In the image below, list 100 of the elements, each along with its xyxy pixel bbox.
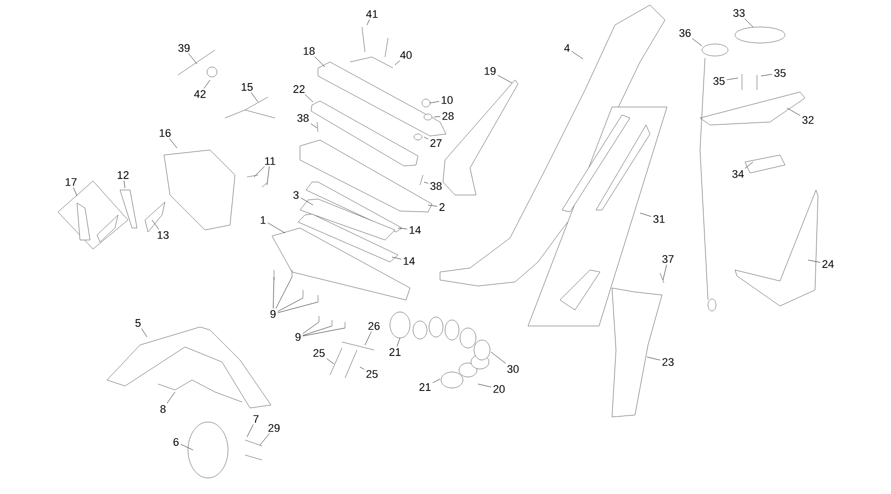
callout-number: 19 xyxy=(484,67,496,75)
callout-number: 30 xyxy=(507,365,519,373)
callout-number: 36 xyxy=(679,29,691,37)
callout-number: 13 xyxy=(158,231,169,239)
leader-line xyxy=(314,56,326,68)
leader-line xyxy=(692,38,702,46)
callout-number: 2 xyxy=(440,203,445,211)
leader-line xyxy=(326,358,334,364)
callout-number: 26 xyxy=(368,322,380,330)
leader-line xyxy=(396,338,400,347)
leader-line xyxy=(662,264,667,280)
leader-line xyxy=(424,136,428,140)
callout-number: 7 xyxy=(254,415,259,423)
leader-line xyxy=(250,92,258,102)
leader-line xyxy=(304,94,314,102)
callout-number: 22 xyxy=(293,85,305,93)
leader-line xyxy=(169,138,178,148)
callout-number: 25 xyxy=(366,370,378,378)
leader-line xyxy=(428,204,438,207)
leader-line xyxy=(266,166,270,186)
callout-number: 38 xyxy=(297,114,309,122)
leader-line xyxy=(744,162,754,169)
leader-line xyxy=(166,392,176,404)
callout-number: 25 xyxy=(313,349,325,357)
leader-line xyxy=(572,51,584,60)
leader-line xyxy=(204,80,210,89)
leader-line xyxy=(302,326,332,336)
callout-number: 9 xyxy=(295,333,301,341)
leader-line xyxy=(254,166,265,178)
leader-line xyxy=(760,74,772,76)
leader-line xyxy=(498,75,512,84)
callout-number: 15 xyxy=(242,83,253,91)
leader-line xyxy=(302,322,320,334)
leader-line xyxy=(73,187,78,196)
callout-number: 40 xyxy=(400,51,412,59)
leader-line xyxy=(366,19,370,26)
leader-line xyxy=(478,384,492,388)
leader-line xyxy=(364,331,372,346)
leader-line xyxy=(808,260,820,263)
leader-line xyxy=(268,222,286,234)
leader-line xyxy=(310,123,318,128)
callout-number: 39 xyxy=(178,44,190,52)
callout-number: 31 xyxy=(653,215,665,223)
leader-line xyxy=(786,108,800,116)
leader-line xyxy=(188,53,198,64)
callout-number: 17 xyxy=(66,178,77,186)
callout-number: 8 xyxy=(160,405,166,413)
callout-number: 6 xyxy=(174,438,179,446)
leader-line xyxy=(434,116,440,118)
callout-number: 11 xyxy=(265,157,276,165)
callout-number: 14 xyxy=(410,226,421,234)
callout-number: 9 xyxy=(270,310,276,318)
leader-line xyxy=(302,328,346,336)
callout-number: 14 xyxy=(404,257,415,265)
callout-number: 10 xyxy=(442,96,453,104)
leader-line xyxy=(272,276,274,309)
callout-number: 16 xyxy=(160,129,171,137)
callout-number: 28 xyxy=(442,112,454,120)
leader-line xyxy=(490,352,506,364)
callout-number: 33 xyxy=(733,9,745,17)
callout-number: 18 xyxy=(304,47,315,55)
leader-line xyxy=(152,220,160,230)
callout-number: 4 xyxy=(564,44,570,52)
leader-line xyxy=(278,298,304,312)
leader-line xyxy=(278,302,318,313)
leader-line xyxy=(424,182,428,184)
callout-number: 5 xyxy=(135,319,141,327)
leader-line xyxy=(394,60,400,66)
callout-number: 24 xyxy=(822,260,834,268)
leader-line xyxy=(640,212,652,217)
leader-line xyxy=(398,228,408,230)
callout-number: 37 xyxy=(662,255,674,263)
leader-line xyxy=(432,378,440,384)
callout-number: 27 xyxy=(430,139,442,147)
callout-number: 38 xyxy=(430,182,442,190)
callout-number: 3 xyxy=(293,191,299,199)
callout-number: 20 xyxy=(493,385,505,393)
leader-line xyxy=(180,444,194,450)
leader-line xyxy=(430,101,440,104)
leader-line xyxy=(141,328,148,338)
leader-line xyxy=(276,276,292,309)
leader-line xyxy=(392,256,402,260)
leader-line xyxy=(646,356,660,360)
callout-number: 12 xyxy=(118,171,129,179)
leader-line xyxy=(124,180,126,188)
callout-number: 35 xyxy=(713,77,725,85)
callout-number: 21 xyxy=(389,348,401,356)
callout-number: 32 xyxy=(802,116,814,124)
callout-number: 21 xyxy=(419,383,431,391)
callout-number: 1 xyxy=(260,216,266,224)
leader-line xyxy=(260,433,270,446)
leader-line xyxy=(246,424,254,438)
callout-number: 35 xyxy=(774,69,786,77)
leader-line xyxy=(726,78,738,80)
leader-line xyxy=(300,198,314,206)
callout-number: 42 xyxy=(194,90,206,98)
callout-number: 41 xyxy=(366,10,378,18)
leader-line xyxy=(744,18,754,28)
callout-number: 34 xyxy=(732,170,744,178)
callout-number: 29 xyxy=(268,424,280,432)
